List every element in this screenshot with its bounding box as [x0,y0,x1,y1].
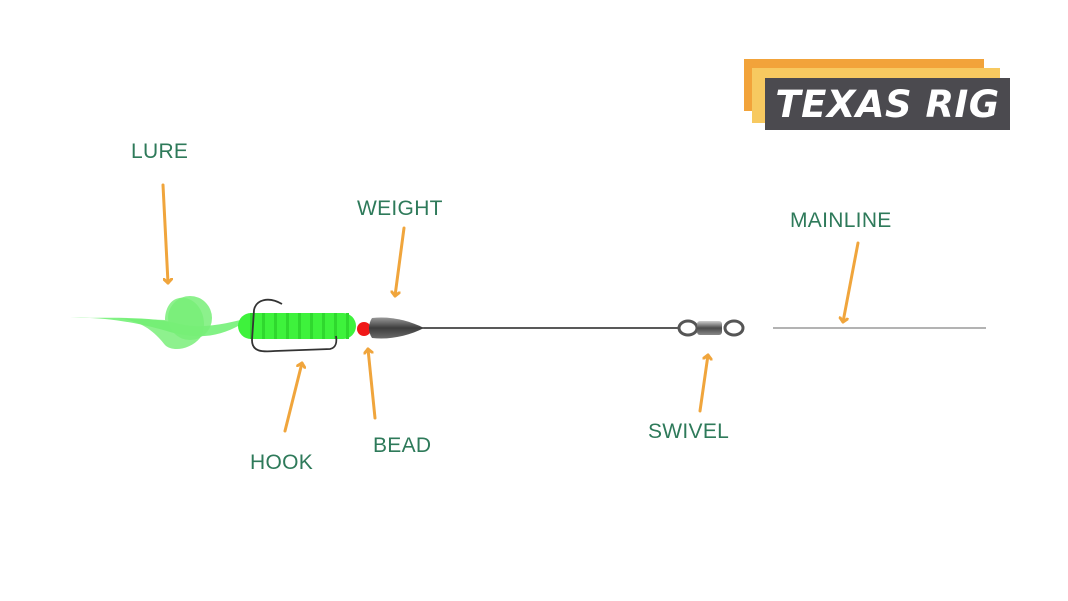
label-lure: LURE [131,140,189,163]
bead-icon [357,322,371,336]
label-bead: BEAD [373,434,432,457]
mainline-arrow [843,241,860,324]
title-badge: TEXAS RIG [744,59,1014,131]
bead-arrow [368,347,377,420]
swivel-icon [677,319,745,337]
label-mainline: MAINLINE [790,209,892,232]
diagram-title: TEXAS RIG [775,82,1000,126]
title-box: TEXAS RIG [765,78,1010,130]
weight-icon [369,317,424,339]
lure-arrow [161,183,168,285]
lure-icon [70,296,356,350]
label-swivel: SWIVEL [648,420,730,443]
label-weight: WEIGHT [357,197,443,220]
swivel-arrow [698,353,708,413]
hook-arrow [283,361,302,433]
hook-icon [251,298,338,353]
label-hook: HOOK [250,451,314,474]
weight-arrow [395,226,406,298]
